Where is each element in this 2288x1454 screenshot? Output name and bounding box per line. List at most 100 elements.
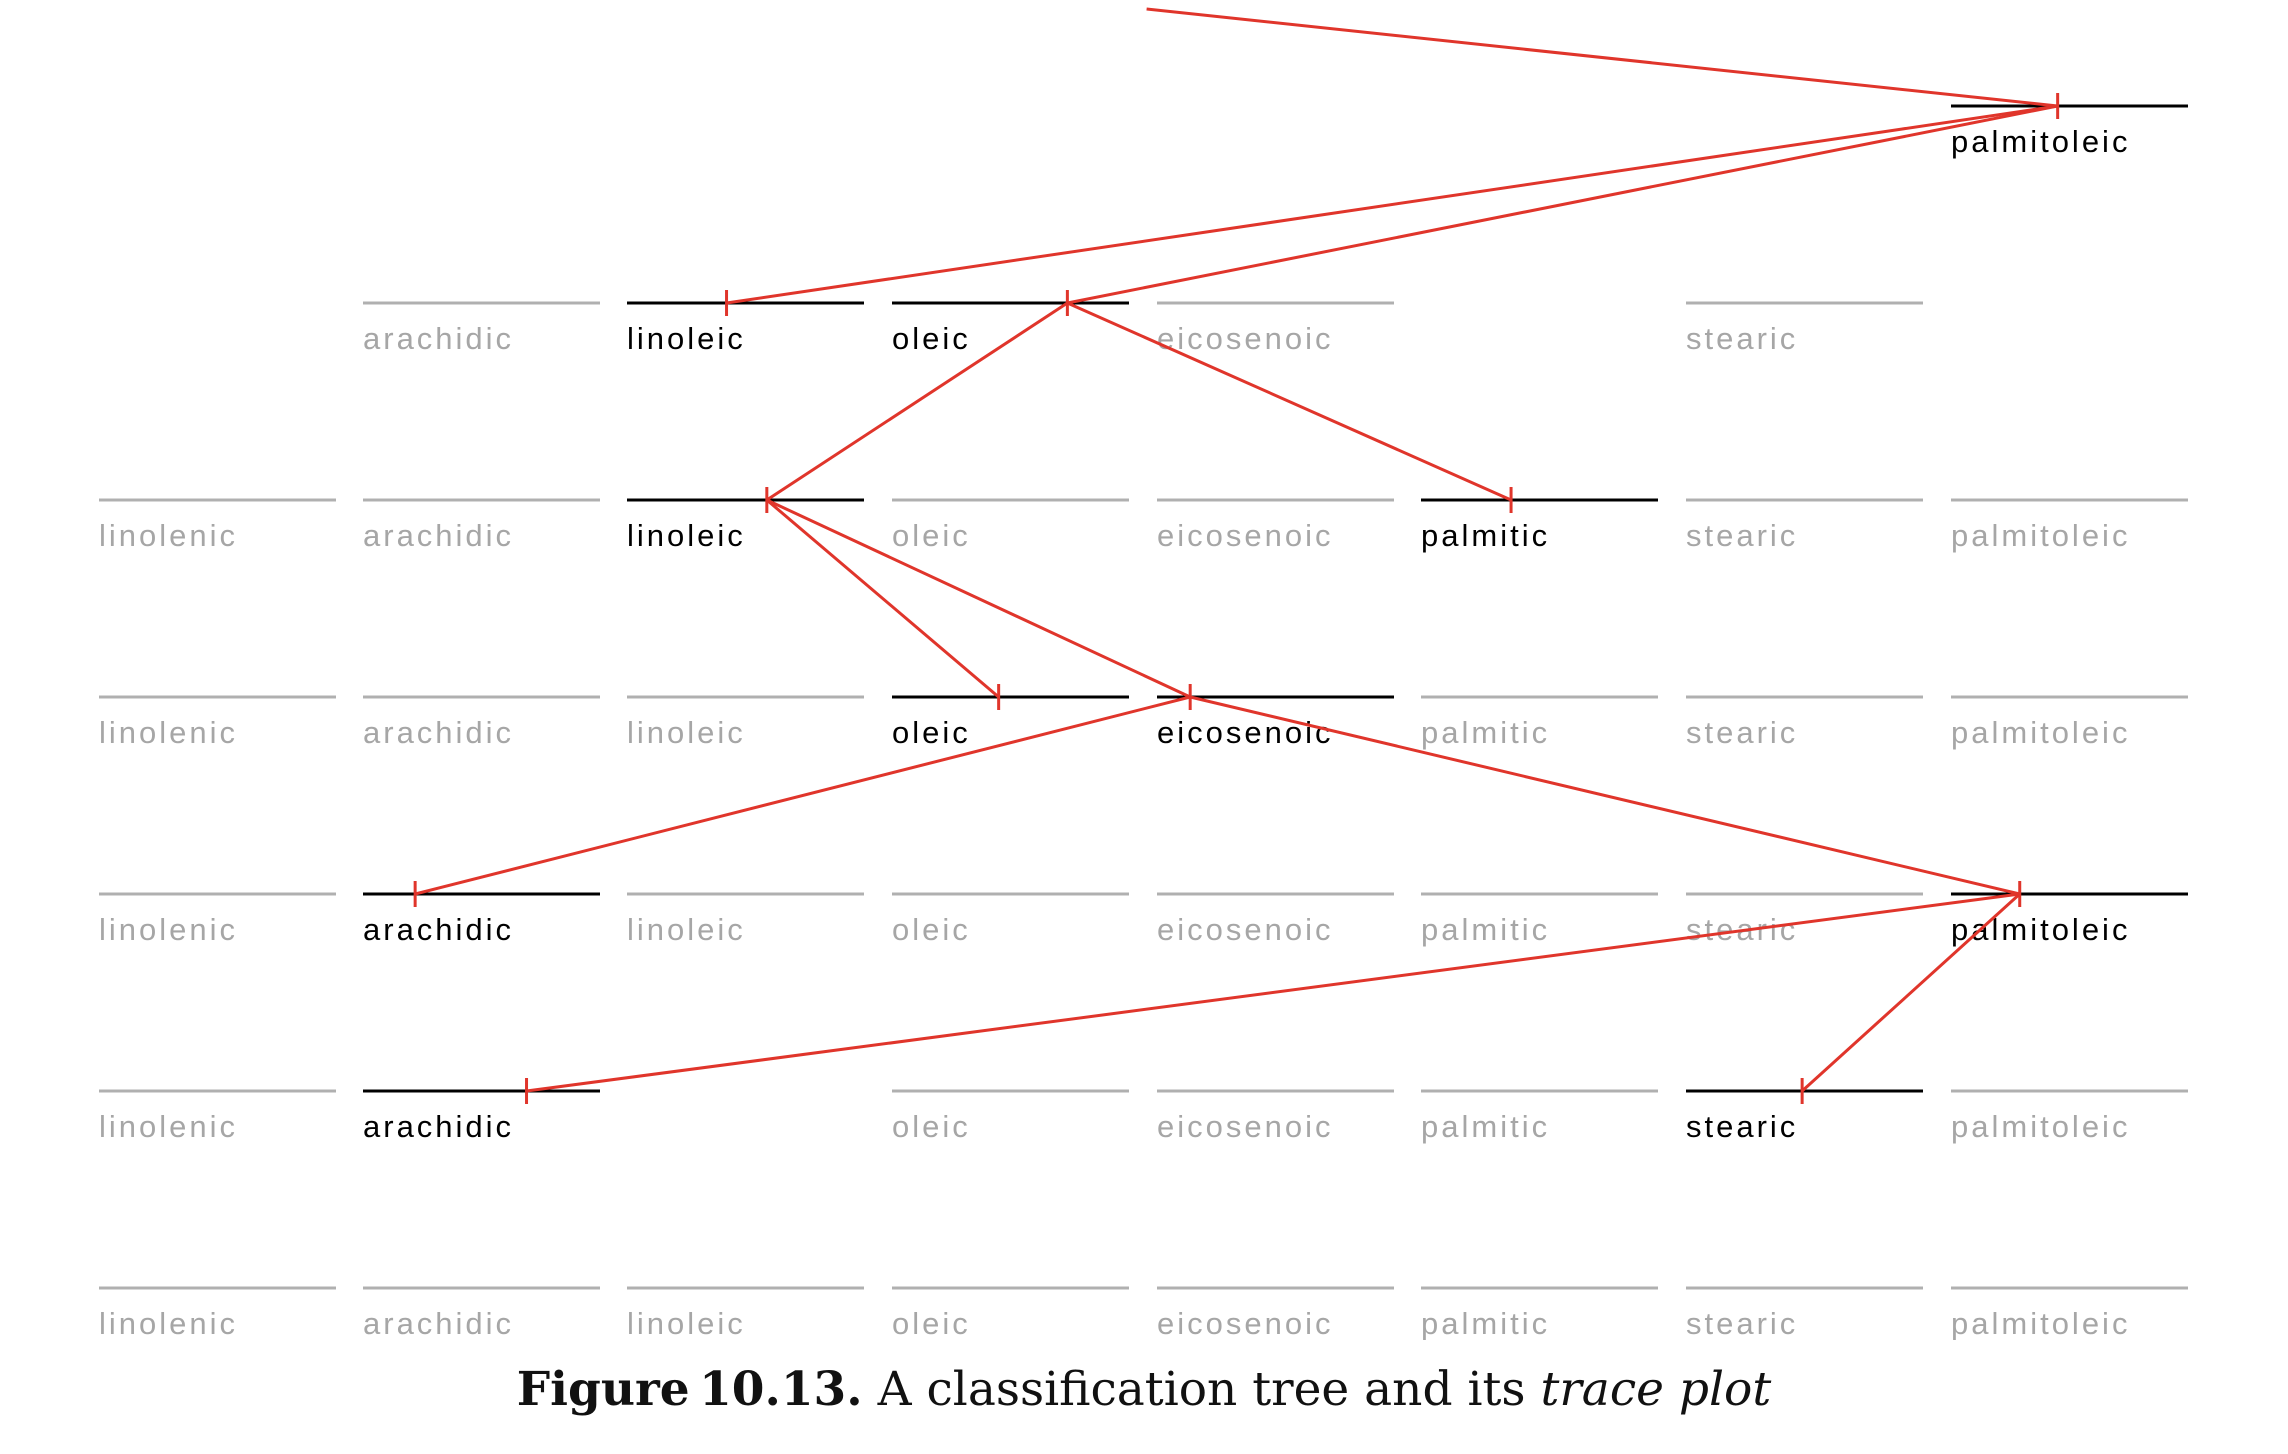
axis-linoleic-level-2: linoleic <box>627 498 864 553</box>
axis-linoleic-level-6: linoleic <box>627 1286 864 1340</box>
axis-label: palmitic <box>1421 715 1550 750</box>
axis-arachidic-level-3: arachidic <box>363 695 600 750</box>
axis-oleic-level-6: oleic <box>892 1286 1129 1340</box>
axis-label: arachidic <box>363 518 514 553</box>
axis-palmitoleic-level-0: palmitoleic <box>1951 104 2188 159</box>
axis-linoleic-level-1: linoleic <box>627 301 864 356</box>
axis-label: arachidic <box>363 912 514 947</box>
axis-label: oleic <box>892 1109 971 1144</box>
axis-stearic-level-2: stearic <box>1686 498 1923 553</box>
axis-label: oleic <box>892 912 971 947</box>
axis-arachidic-level-6: arachidic <box>363 1286 600 1340</box>
axis-label: palmitoleic <box>1951 715 2130 750</box>
figure-number: Figure 10.13. <box>516 1362 863 1417</box>
axis-palmitoleic-level-5: palmitoleic <box>1951 1089 2188 1144</box>
axis-label: eicosenoic <box>1157 912 1333 947</box>
axis-label: linolenic <box>99 912 238 947</box>
axis-linolenic-level-4: linolenic <box>99 892 336 947</box>
axis-label: palmitoleic <box>1951 1109 2130 1144</box>
axis-oleic-level-5: oleic <box>892 1089 1129 1144</box>
axis-palmitic-level-5: palmitic <box>1421 1089 1658 1144</box>
axis-linoleic-level-4: linoleic <box>627 892 864 947</box>
axis-palmitoleic-level-6: palmitoleic <box>1951 1286 2188 1340</box>
axis-label: stearic <box>1686 1109 1798 1144</box>
trace-edge-eicosenoic-to-arachidic <box>414 695 1191 896</box>
axis-arachidic-level-1: arachidic <box>363 301 600 356</box>
axis-palmitic-level-6: palmitic <box>1421 1286 1658 1340</box>
axis-label: stearic <box>1686 518 1798 553</box>
trace-edge-palmitoleic-to-oleic <box>1067 104 2058 305</box>
split-ticks-layer <box>413 93 2060 1104</box>
axis-oleic-level-1: oleic <box>892 301 1129 356</box>
axis-label: arachidic <box>363 321 514 356</box>
axis-label: palmitoleic <box>1951 518 2130 553</box>
axis-label: oleic <box>892 715 971 750</box>
axis-label: oleic <box>892 321 971 356</box>
axis-label: oleic <box>892 1306 971 1340</box>
axis-label: linoleic <box>627 1306 746 1340</box>
axis-linolenic-level-2: linolenic <box>99 498 336 553</box>
axis-label: stearic <box>1686 321 1798 356</box>
trace-edge-palmitoleic-to-arachidic <box>526 892 2020 1093</box>
axis-label: palmitic <box>1421 912 1550 947</box>
axis-label: eicosenoic <box>1157 1109 1333 1144</box>
trace-edge-oleic-to-linoleic <box>766 301 1069 502</box>
axis-label: eicosenoic <box>1157 518 1333 553</box>
axis-eicosenoic-level-4: eicosenoic <box>1157 892 1394 947</box>
axis-stearic-level-6: stearic <box>1686 1286 1923 1340</box>
axis-label: linolenic <box>99 1306 238 1340</box>
axis-label: linolenic <box>99 518 238 553</box>
axis-palmitoleic-level-3: palmitoleic <box>1951 695 2188 750</box>
caption-emphasis: trace plot <box>1540 1362 1772 1417</box>
classification-tree-trace-plot: palmitoleic arachidic linoleic oleic eicosen… <box>99 7 2188 1340</box>
axis-label: linoleic <box>627 715 746 750</box>
axes-layer: palmitoleic arachidic linoleic oleic eicosen… <box>99 104 2188 1340</box>
axis-label: eicosenoic <box>1157 1306 1333 1340</box>
trace-edge-linoleic-to-oleic <box>765 498 1000 699</box>
axis-eicosenoic-level-6: eicosenoic <box>1157 1286 1394 1340</box>
axis-label: palmitoleic <box>1951 912 2130 947</box>
trace-edges-layer <box>414 7 2058 1093</box>
axis-label: arachidic <box>363 715 514 750</box>
axis-linoleic-level-3: linoleic <box>627 695 864 750</box>
axis-palmitic-level-2: palmitic <box>1421 498 1658 553</box>
axis-label: linolenic <box>99 715 238 750</box>
caption-text: A classification tree and its <box>862 1362 1541 1417</box>
axis-arachidic-level-4: arachidic <box>363 892 600 947</box>
axis-label: palmitoleic <box>1951 124 2130 159</box>
axis-eicosenoic-level-3: eicosenoic <box>1157 695 1394 750</box>
axis-arachidic-level-2: arachidic <box>363 498 600 553</box>
axis-linolenic-level-5: linolenic <box>99 1089 336 1144</box>
axis-label: eicosenoic <box>1157 715 1333 750</box>
axis-eicosenoic-level-5: eicosenoic <box>1157 1089 1394 1144</box>
axis-palmitic-level-4: palmitic <box>1421 892 1658 947</box>
axis-palmitoleic-level-4: palmitoleic <box>1951 892 2188 947</box>
axis-label: palmitic <box>1421 1306 1550 1340</box>
axis-oleic-level-3: oleic <box>892 695 1129 750</box>
axis-label: stearic <box>1686 1306 1798 1340</box>
trace-edge-root-incoming <box>1146 7 2058 108</box>
axis-stearic-level-3: stearic <box>1686 695 1923 750</box>
axis-oleic-level-4: oleic <box>892 892 1129 947</box>
axis-label: palmitic <box>1421 518 1550 553</box>
axis-label: eicosenoic <box>1157 321 1333 356</box>
trace-edge-palmitoleic-to-linoleic <box>726 104 2058 305</box>
axis-palmitoleic-level-2: palmitoleic <box>1951 498 2188 553</box>
axis-oleic-level-2: oleic <box>892 498 1129 553</box>
axis-label: oleic <box>892 518 971 553</box>
axis-label: arachidic <box>363 1306 514 1340</box>
axis-linolenic-level-6: linolenic <box>99 1286 336 1340</box>
axis-stearic-level-4: stearic <box>1686 892 1923 947</box>
axis-label: stearic <box>1686 715 1798 750</box>
axis-palmitic-level-3: palmitic <box>1421 695 1658 750</box>
axis-label: arachidic <box>363 1109 514 1144</box>
axis-label: linoleic <box>627 518 746 553</box>
axis-label: palmitic <box>1421 1109 1550 1144</box>
axis-label: linoleic <box>627 321 746 356</box>
axis-stearic-level-1: stearic <box>1686 301 1923 356</box>
axis-stearic-level-5: stearic <box>1686 1089 1923 1144</box>
axis-linolenic-level-3: linolenic <box>99 695 336 750</box>
axis-eicosenoic-level-1: eicosenoic <box>1157 301 1394 356</box>
axis-arachidic-level-5: arachidic <box>363 1089 600 1144</box>
